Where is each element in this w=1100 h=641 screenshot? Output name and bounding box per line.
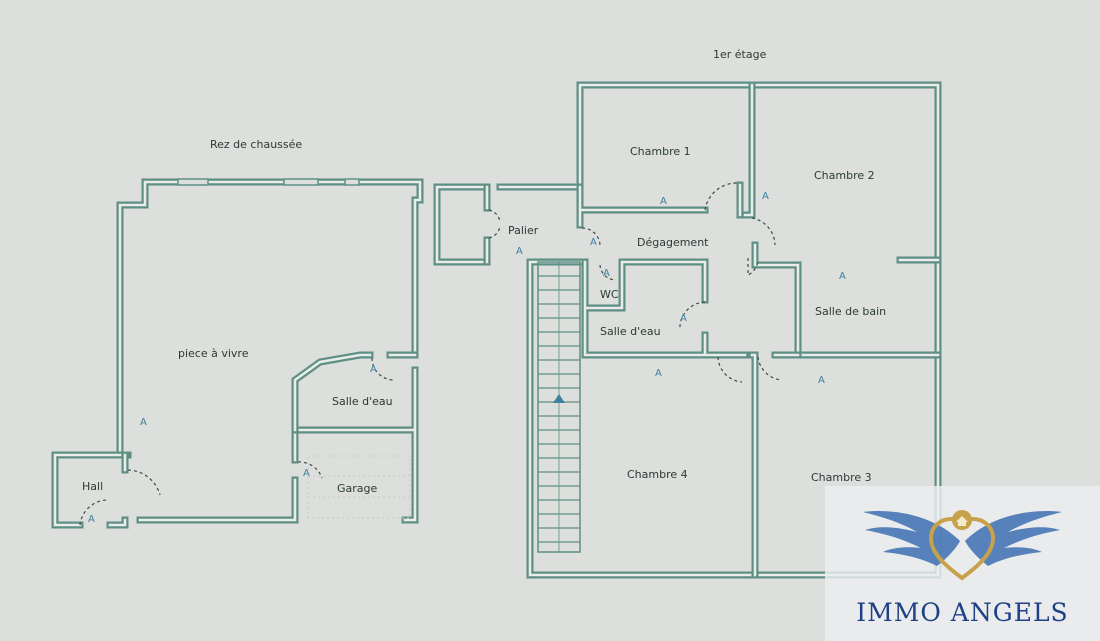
stair-arrow-icon: [553, 394, 565, 403]
marker: A: [603, 268, 610, 279]
window: [344, 178, 360, 186]
marker: A: [303, 468, 310, 479]
door-swing: [127, 469, 161, 496]
ground-floor-plan: Rez de chaussée piece à vivre Salle d'ea…: [51, 138, 424, 529]
room-label-hall: Hall: [82, 480, 103, 493]
door-swing: [371, 357, 396, 381]
room-label-chambre1: Chambre 1: [630, 145, 691, 158]
brand-watermark: IMMO ANGELS: [825, 486, 1100, 641]
room-label-salle-bain: Salle de bain: [815, 305, 886, 318]
garage-door-hatch: [307, 455, 411, 519]
room-label-chambre2: Chambre 2: [814, 169, 875, 182]
room-label-chambre3: Chambre 3: [811, 471, 872, 484]
room-label-bath: Salle d'eau: [332, 395, 393, 408]
staircase: [537, 261, 581, 553]
brand-logo-icon: [863, 510, 1062, 581]
ground-floor-title: Rez de chaussée: [210, 138, 302, 151]
marker: A: [762, 191, 769, 202]
marker: A: [839, 271, 846, 282]
brand-name: IMMO ANGELS: [856, 598, 1069, 627]
door-swing: [79, 499, 109, 526]
door-swing: [297, 461, 323, 479]
window: [177, 178, 209, 186]
room-label-degagement: Dégagement: [637, 236, 709, 249]
wall-chambre2: [751, 241, 942, 359]
wall-living-main: [116, 178, 424, 524]
room-label-chambre4: Chambre 4: [627, 468, 688, 481]
room-label-palier: Palier: [508, 224, 539, 237]
marker: A: [140, 417, 147, 428]
room-label-wc: WC: [600, 288, 619, 301]
window: [283, 178, 319, 186]
upper-floor-plan: 1er étage Chambre 1 Chambre 2 Palier Dég…: [433, 48, 942, 579]
marker: A: [88, 514, 95, 525]
marker: A: [516, 246, 523, 257]
room-label-living: piece à vivre: [178, 347, 249, 360]
marker: A: [660, 196, 667, 207]
marker: A: [655, 368, 662, 379]
upper-floor-title: 1er étage: [713, 48, 767, 61]
marker: A: [590, 237, 597, 248]
marker: A: [680, 313, 687, 324]
room-label-salle-eau: Salle d'eau: [600, 325, 661, 338]
marker: A: [818, 375, 825, 386]
room-label-garage: Garage: [337, 482, 378, 495]
marker: A: [370, 364, 377, 375]
